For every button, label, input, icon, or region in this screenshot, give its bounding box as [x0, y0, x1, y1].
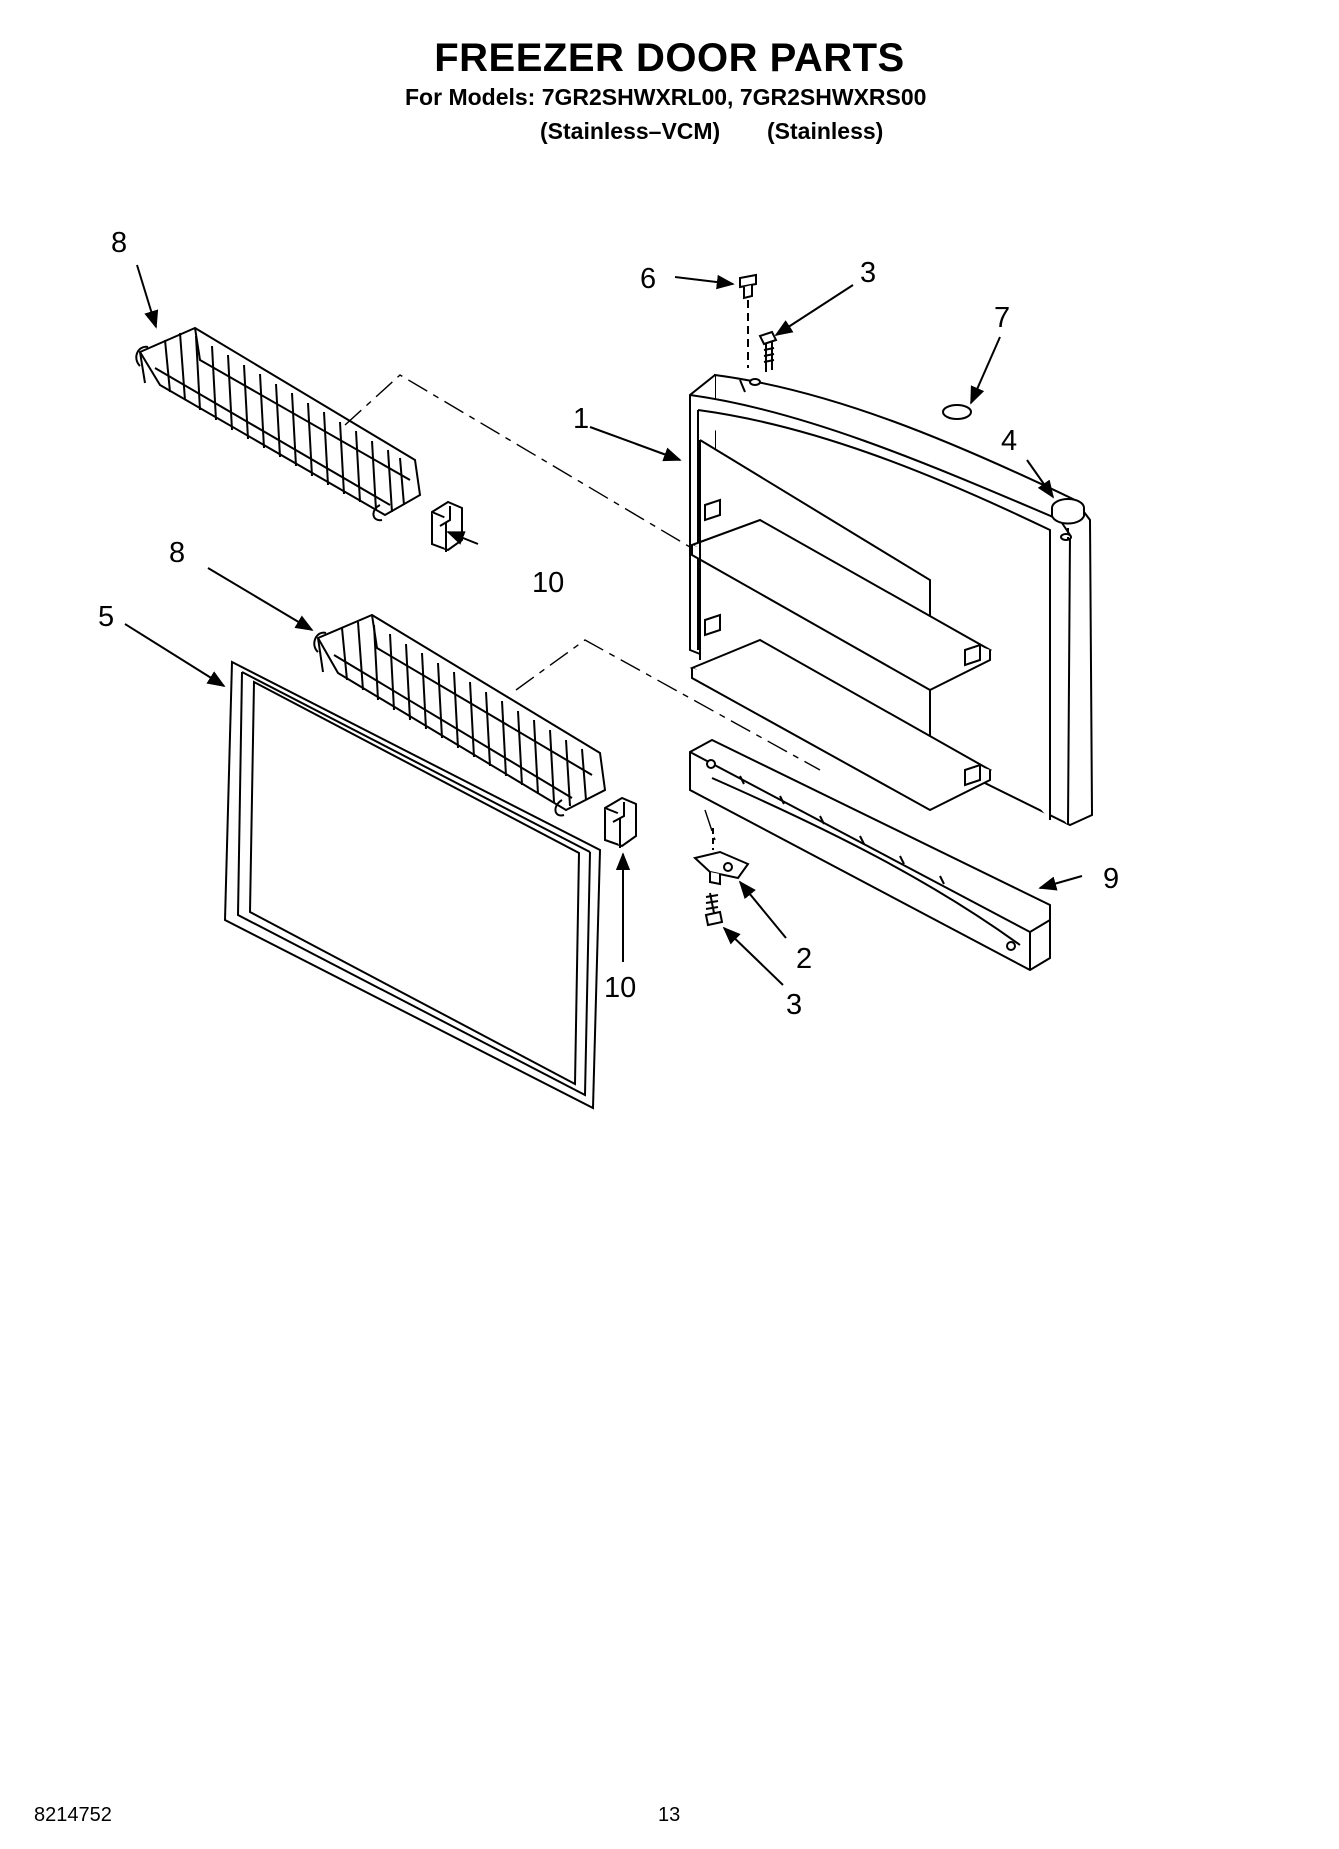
upper-screw [758, 330, 778, 372]
callout-4: 4 [1001, 425, 1017, 457]
callout-10-upper: 10 [532, 567, 564, 599]
callout-9: 9 [1103, 863, 1119, 895]
door-gasket [223, 660, 602, 1110]
bottom-door-trim [689, 738, 1051, 972]
leader-arrows [124, 264, 1083, 986]
inner-door-liner [689, 373, 1094, 827]
callout-2: 2 [796, 943, 812, 975]
callout-7: 7 [994, 302, 1010, 334]
page-number: 13 [658, 1804, 681, 1826]
callout-5: 5 [98, 601, 114, 633]
hinge-cap [1051, 498, 1085, 540]
callout-8-lower: 8 [169, 537, 185, 569]
lower-door-shelf [313, 613, 607, 817]
upper-door-shelf [135, 326, 422, 522]
page-title: FREEZER DOOR PARTS [434, 36, 905, 80]
upper-shelf-clip [431, 500, 463, 552]
variant-label-vcm: (Stainless–VCM) [540, 118, 721, 144]
callout-3-upper: 3 [860, 257, 876, 289]
callout-1: 1 [573, 403, 589, 435]
lower-shelf-clip [604, 796, 637, 848]
callout-8-upper: 8 [111, 227, 127, 259]
hinge-pin [739, 273, 757, 368]
callout-10-lower: 10 [604, 972, 636, 1004]
lower-screw [704, 892, 724, 927]
variant-label-stainless: (Stainless) [767, 118, 884, 144]
document-number: 8214752 [34, 1804, 112, 1826]
callout-6: 6 [640, 263, 656, 295]
assembly-lines [344, 374, 821, 841]
top-plug [942, 404, 972, 420]
bottom-hinge [692, 828, 750, 886]
models-line: For Models: 7GR2SHWXRL00, 7GR2SHWXRS00 [405, 84, 927, 110]
callout-3-lower: 3 [786, 989, 802, 1021]
